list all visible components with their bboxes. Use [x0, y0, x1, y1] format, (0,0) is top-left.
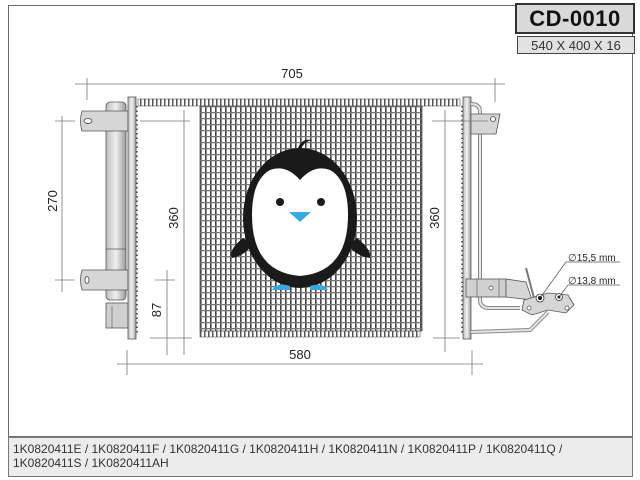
pipe-diameter-large: ∅15,5 mm [568, 253, 616, 264]
dim-lower-bracket-height: 87 [149, 303, 164, 317]
dim-core-height-right: 360 [427, 207, 442, 229]
dimension-lines [55, 78, 505, 375]
dim-core-width: 580 [289, 347, 311, 362]
lower-left-bracket [80, 269, 129, 291]
penguin-logo-icon [231, 139, 371, 290]
top-fin-strip [137, 98, 461, 107]
part-numbers-line-2: 1K0820411S / 1K0820411AH [13, 456, 169, 470]
upper-left-bracket [80, 110, 129, 132]
dim-overall-width: 705 [281, 66, 303, 81]
pipe-diameter-small: ∅13,8 mm [568, 276, 616, 287]
product-dimensions: 540 X 400 X 16 [517, 36, 635, 54]
part-numbers-line-1: 1K0820411E / 1K0820411F / 1K0820411G / 1… [13, 442, 563, 456]
dim-bracket-spacing: 270 [45, 190, 60, 212]
right-header-tank [462, 96, 472, 340]
receiver-drier [105, 101, 127, 301]
upper-right-bracket [470, 113, 501, 135]
pipe-clamp [465, 278, 507, 298]
dim-core-height-left: 360 [166, 207, 181, 229]
part-numbers-panel: 1K0820411E / 1K0820411F / 1K0820411G / 1… [8, 436, 633, 477]
product-code: CD-0010 [515, 3, 635, 34]
left-header-tank [127, 96, 137, 340]
